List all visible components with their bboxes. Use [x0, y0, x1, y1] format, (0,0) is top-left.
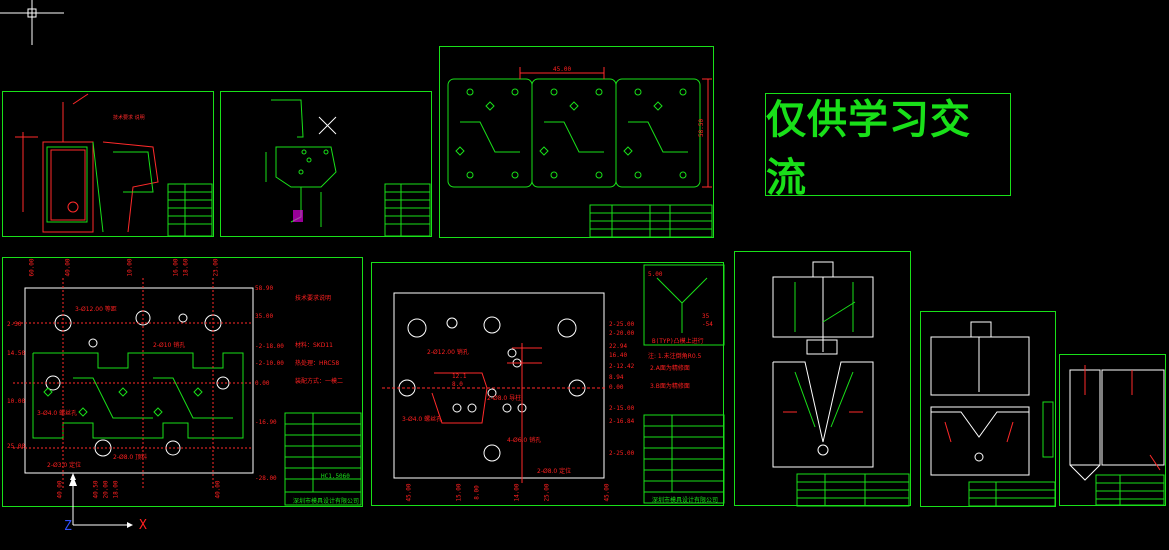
title-block-footer: 深圳市模具设计有限公司	[293, 498, 360, 505]
left-note-4: 2-Ø8.0 顶料	[113, 454, 148, 461]
mid-note-2: 3-Ø4.0 螺丝孔	[402, 416, 443, 423]
side-note-2: 材料：SKD11	[295, 342, 333, 349]
left-dim-2: 14.50	[7, 350, 26, 357]
right-dim-7: -28.00	[255, 475, 277, 482]
mid-right-dim-6: 8.94	[609, 374, 624, 381]
sheet-side-view[interactable]	[1059, 354, 1166, 506]
ucs-z-label: Z	[64, 519, 72, 534]
mid-red-note-3: 3.B面为精修面	[650, 383, 690, 390]
left-dim-4: 25.00	[7, 443, 26, 450]
svg-text:技术要求 说明: 技术要求 说明	[113, 114, 145, 121]
mid-note-4: 4-Ø6.0 销孔	[507, 437, 542, 444]
sheet-punch-assembly[interactable]	[734, 251, 911, 507]
mid-note-3: 2-Ø8.0 导柱	[487, 395, 522, 402]
mid-right-dim-1: 2-25.00	[609, 321, 635, 328]
mid-note-1: 2-Ø12.00 销孔	[427, 349, 469, 356]
sheet-strip-layout[interactable]: 45.00 58.50	[439, 46, 714, 238]
left-note-2: 2-Ø10 销孔	[153, 342, 186, 349]
mid-left-dim-1: 12.1	[452, 373, 467, 380]
left-dim-1: 2-30	[7, 321, 22, 328]
mid-right-dim-7: 0.00	[609, 384, 624, 391]
left-note-5: 2-Ø3.0 定位	[47, 462, 82, 469]
ucs-x-label: X	[139, 518, 147, 533]
mid-red-note-2: 2.A面为精修面	[650, 365, 690, 372]
mid-right-dim-8: 2-15.00	[609, 405, 635, 412]
right-dim-5: 0.00	[255, 380, 270, 387]
right-dim-4: -2-10.00	[255, 360, 284, 367]
right-dim-6: -16.90	[255, 419, 277, 426]
title-block-spec: HC1.5060	[321, 473, 350, 480]
sheet-part-drawing[interactable]	[220, 91, 432, 237]
right-dim-3: -2-18.00	[255, 343, 284, 350]
sheet-assembly-drawing[interactable]: 技术要求 说明	[2, 91, 214, 237]
left-note-3: 3-Ø4.0 螺丝孔	[37, 410, 78, 417]
mid-right-dim-3: 22.94	[609, 343, 628, 350]
mid-right-dim-10: 2-25.00	[609, 450, 635, 457]
mid-right-dim-5: 2-12.42	[609, 363, 635, 370]
side-note-4: 装配方式：一模二	[295, 378, 344, 385]
mid-right-dim-4: 16.40	[609, 352, 628, 359]
detail-caption: B(TYP)凸模上进行	[652, 338, 704, 345]
sheet-die-plate-left[interactable]: 60.00 40.00 10.00 16.00 18.60 23.00 2-30…	[2, 257, 363, 507]
right-dim-1: 58.90	[255, 285, 274, 292]
mid-left-dim-2: 8.0	[452, 381, 463, 388]
detail-dim-2: 35	[702, 313, 710, 320]
mid-red-note-1: 注: 1.未注倒角R0.5	[648, 353, 702, 360]
mid-note-5: 2-Ø8.0 定位	[537, 468, 572, 475]
strip-pitch-dim: 45.00	[553, 66, 572, 73]
side-note-3: 热处理：HRC58	[295, 360, 340, 367]
mid-right-dim-9: 2-16.84	[609, 418, 635, 425]
watermark-title: 仅供学习交流	[765, 93, 1011, 201]
detail-dim-3: -54	[702, 321, 713, 328]
left-note-1: 3-Ø12.00 等距	[75, 306, 117, 313]
mid-title-footer: 深圳市模具设计有限公司	[652, 497, 719, 504]
left-dim-3: 10.00	[7, 398, 26, 405]
detail-dim-1: 5.00	[648, 271, 663, 278]
side-note-1: 技术要求说明	[295, 295, 332, 302]
right-dim-2: 35.00	[255, 313, 274, 320]
sheet-die-plate-middle[interactable]: 2-Ø12.00 销孔 3-Ø4.0 螺丝孔 2-Ø8.0 导柱 4-Ø6.0 …	[371, 262, 725, 506]
mid-right-dim-2: 2-20.00	[609, 330, 635, 337]
sheet-stripper-assembly[interactable]	[920, 311, 1056, 507]
